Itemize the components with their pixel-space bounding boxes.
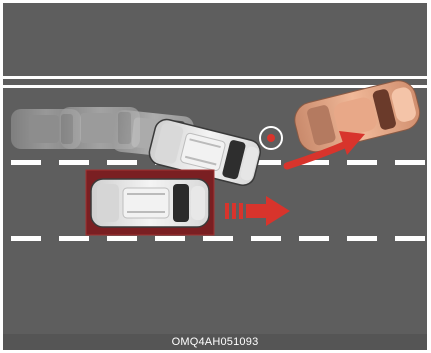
lane-divider-lower	[11, 236, 425, 241]
road-edge-line	[3, 85, 427, 88]
diagram-frame: OMQ4AH051093	[3, 3, 427, 350]
caption-bar: OMQ4AH051093	[3, 334, 427, 350]
own-vehicle-icon	[91, 179, 209, 227]
road-scene	[3, 3, 427, 350]
road-edge-line	[3, 76, 427, 79]
figure-code: OMQ4AH051093	[172, 336, 259, 348]
